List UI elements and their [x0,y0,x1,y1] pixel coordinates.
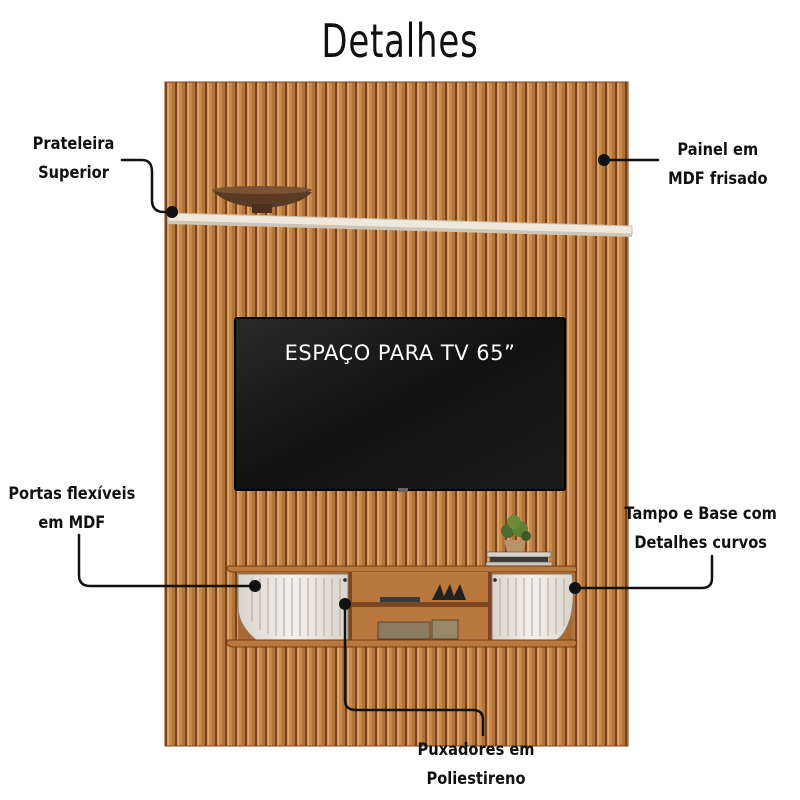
callout-lines [77,158,714,737]
callout-handles: Puxadores em Poliestireno [417,740,535,789]
book-stack [485,551,553,567]
door-grooves [251,578,565,636]
shelf-dot [166,206,178,218]
decorative-bowl [212,186,312,213]
callout-dots [166,154,610,610]
doors-leader [77,533,252,588]
handles-leader [343,603,485,737]
upper-shelf [167,212,633,237]
television: ESPAÇO PARA TV 65” [234,317,566,492]
tv-space-label: ESPAÇO PARA TV 65” [285,341,516,365]
door-handles [343,578,497,582]
callout-panel: Painel em MDF frisado [668,140,768,189]
callout-shelf: Prateleira Superior [32,134,115,183]
shelf-leader [120,158,172,214]
callout-top-base: Tampo e Base com Detalhes curvos [624,504,777,553]
panel-dot [598,154,610,166]
potted-plant [501,515,531,552]
doors-dot [249,580,261,592]
page-title: Detalhes [321,14,479,68]
handles-dot [339,598,351,610]
top-base-leader [573,554,714,590]
top-base-dot [569,582,581,594]
callout-doors: Portas flexíveis em MDF [8,484,136,533]
